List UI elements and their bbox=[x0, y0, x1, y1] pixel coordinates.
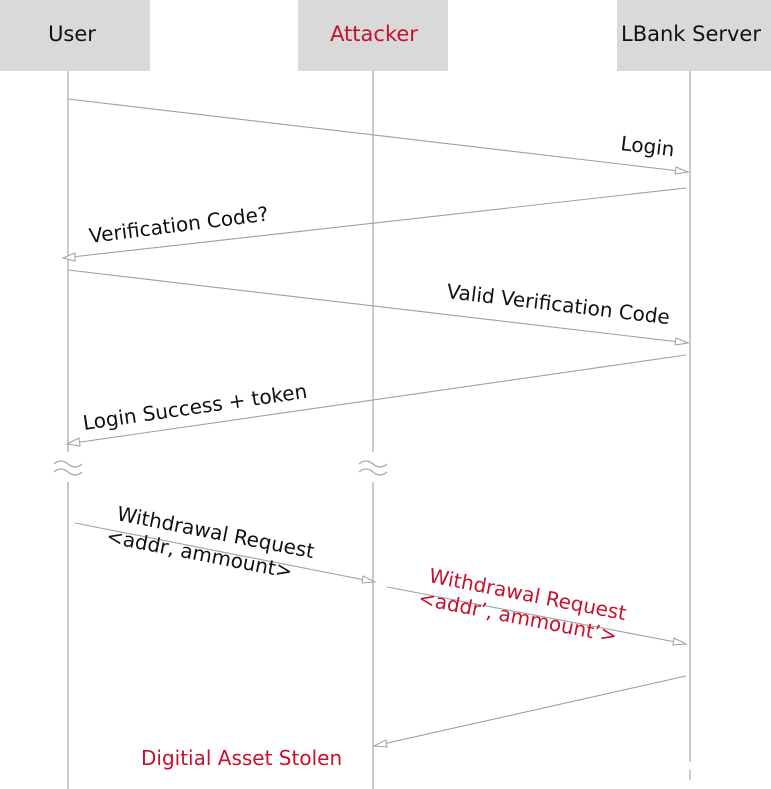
actor-box-user bbox=[0, 0, 150, 71]
label-asset-stolen: Digitial Asset Stolen bbox=[141, 746, 342, 770]
time-break-user bbox=[53, 460, 83, 476]
arrowhead-asset-stolen bbox=[372, 739, 388, 748]
arrow-tampered-withdrawal-request bbox=[386, 586, 687, 645]
arrowhead-tampered-withdrawal-request bbox=[672, 637, 688, 646]
label-login: Login bbox=[619, 131, 675, 161]
actor-label-attacker: Attacker bbox=[330, 22, 418, 46]
arrow-asset-stolen bbox=[373, 675, 687, 747]
label-valid-verification-code: Valid Verification Code bbox=[445, 279, 671, 329]
arrow-login bbox=[67, 98, 689, 173]
actor-box-lbank-server bbox=[617, 0, 771, 71]
arrowhead-withdrawal-request bbox=[361, 575, 377, 584]
arrowhead-valid-verification-code bbox=[674, 337, 690, 346]
label-tampered-withdrawal-request: Withdrawal Request <addr’, ammount’> bbox=[417, 562, 635, 650]
actor-label-lbank-server: LBank Server bbox=[621, 22, 761, 46]
arrow-verification-code bbox=[62, 187, 687, 259]
time-break-attacker bbox=[358, 460, 388, 476]
arrow-valid-verification-code bbox=[67, 269, 689, 344]
actor-box-attacker bbox=[298, 0, 448, 71]
arrow-login-success bbox=[66, 354, 687, 445]
label-login-success: Login Success + token bbox=[81, 379, 308, 435]
actor-label-user: User bbox=[48, 22, 96, 46]
arrowhead-verification-code bbox=[61, 252, 76, 262]
arrowhead-login-success bbox=[65, 437, 81, 447]
arrow-withdrawal-request bbox=[74, 522, 376, 583]
arrowhead-login bbox=[674, 166, 690, 175]
label-verification-code: Verification Code? bbox=[88, 202, 270, 248]
label-withdrawal-request: Withdrawal Request <addr, ammount> bbox=[105, 500, 323, 588]
